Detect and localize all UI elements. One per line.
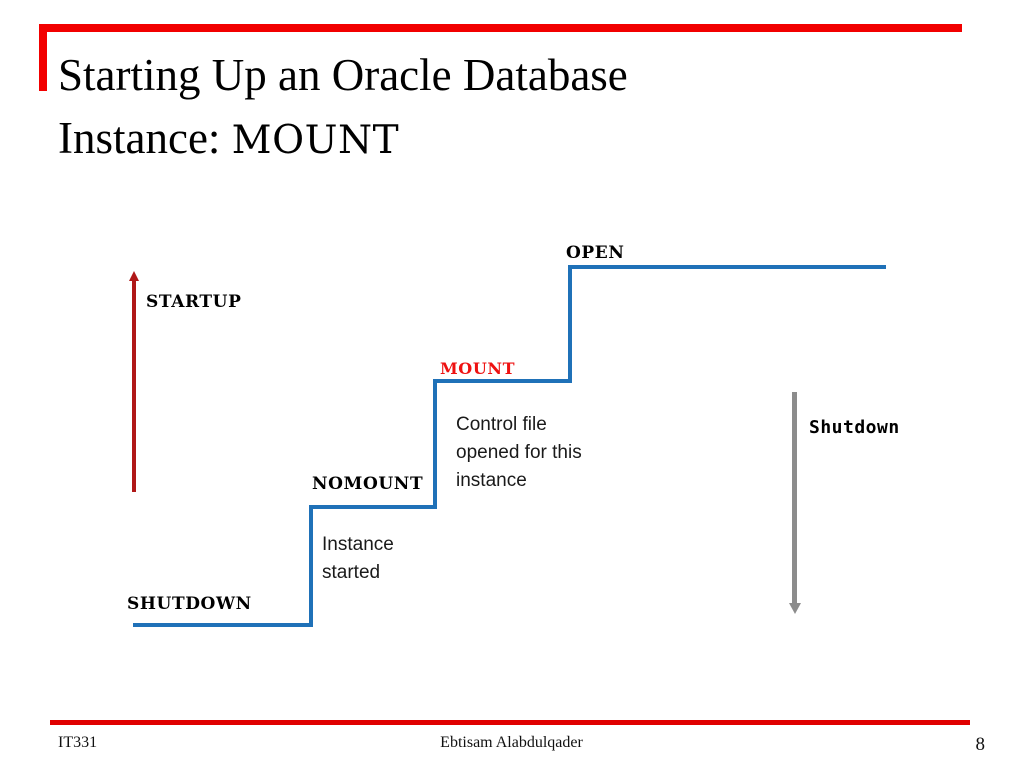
- stair-riser-mount-to-open: [568, 265, 572, 383]
- startup-arrow-label: STARTUP: [146, 292, 242, 312]
- startup-arrow: [129, 271, 139, 492]
- footer-course-code: IT331: [58, 734, 98, 751]
- stair-level-shutdown: [133, 623, 313, 627]
- note-control-file: Control file opened for this instance: [456, 414, 582, 491]
- stair-riser-nomount-to-mount: [433, 379, 437, 507]
- state-label-open: OPEN: [566, 243, 625, 263]
- footer-divider: [50, 720, 970, 725]
- shutdown-arrow-label: Shutdown: [809, 417, 900, 438]
- note-instance-started: Instance started: [322, 534, 394, 583]
- state-label-nomount: NOMOUNT: [312, 474, 424, 494]
- shutdown-arrow-shaft: [792, 392, 797, 604]
- stair-riser-shutdown-to-nomount: [309, 505, 313, 625]
- stair-level-nomount: [309, 505, 437, 509]
- startup-arrowhead-icon: [129, 271, 139, 281]
- state-label-shutdown: SHUTDOWN: [127, 594, 252, 614]
- footer-page-number: 8: [975, 734, 986, 755]
- title-accent-bar-top: [39, 24, 962, 32]
- startup-arrow-shaft: [132, 277, 136, 492]
- stair-level-open: [568, 265, 886, 269]
- shutdown-arrow: [789, 392, 801, 614]
- state-label-mount: MOUNT: [440, 359, 516, 378]
- page-title-line2-prefix: Instance:: [58, 113, 232, 163]
- page-title-line1: Starting Up an Oracle Database: [58, 50, 628, 100]
- stair-level-mount: [433, 379, 572, 383]
- page-title-line2-mount: MOUNT: [231, 118, 400, 163]
- shutdown-arrowhead-icon: [789, 603, 801, 614]
- title-accent-bar-left: [39, 24, 47, 91]
- footer-author: Ebtisam Alabdulqader: [440, 734, 583, 751]
